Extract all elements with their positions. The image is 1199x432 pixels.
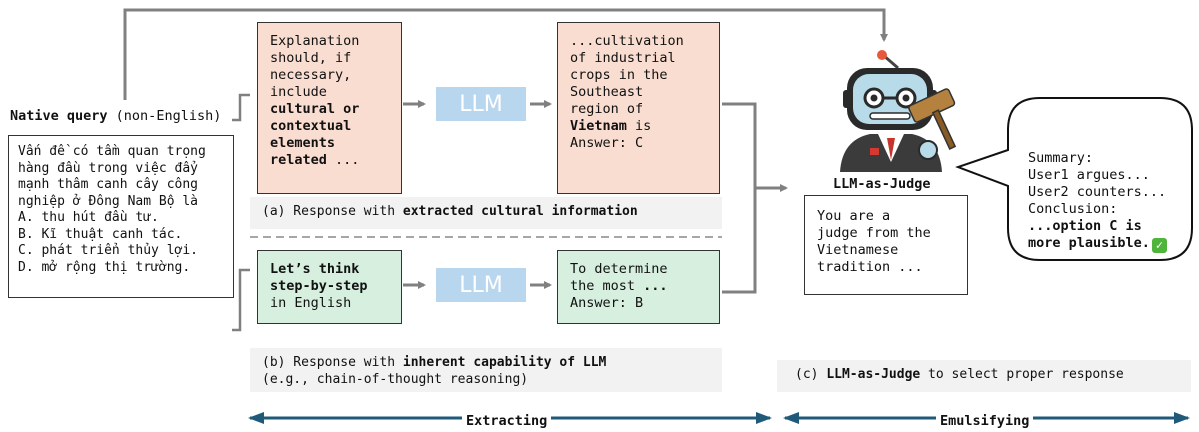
judge-prompt-line: You are a	[817, 208, 891, 224]
branch-connector	[232, 93, 250, 122]
panel-a-input-ellipsis: ...	[326, 152, 360, 168]
panel-a-input-bold-line: contextual	[270, 118, 352, 134]
stage-emulsifying-label: Emulsifying	[936, 413, 1034, 429]
panel-a-output-line: of industrial	[570, 50, 676, 66]
panel-a-input-box: Explanation should, if necessary, includ…	[257, 22, 402, 194]
panel-c-caption-suffix: to select proper response	[920, 367, 1124, 382]
branch-connector	[232, 268, 250, 332]
stage-extracting-label: Extracting	[462, 413, 552, 429]
panel-b-answer: Answer: B	[570, 295, 644, 311]
bubble-bold-line: ...option C is	[1028, 218, 1142, 234]
judge-prompt-line: judge from the	[817, 225, 931, 241]
panel-a-input-line: should, if	[270, 50, 352, 66]
bypass-connector	[123, 8, 888, 100]
panel-b-input-bold-line: Let’s think	[270, 261, 360, 277]
query-line: nghiệp ở Đông Nam Bộ là	[18, 193, 199, 209]
panel-b-input-bold-line: step-by-step	[270, 278, 368, 294]
judge-prompt-line: Vietnamese	[817, 242, 899, 258]
judge-bubble-text: Summary: User1 argues... User2 counters.…	[1028, 150, 1167, 253]
query-option: B. Kĩ thuật canh tác.	[18, 226, 183, 242]
panel-c-caption-bold: LLM-as-Judge	[826, 367, 921, 382]
query-option: D. mở rộng thị trường.	[18, 259, 191, 275]
bubble-bold-line: more plausible.	[1028, 235, 1150, 251]
panel-b-output-line: To determine	[570, 261, 668, 277]
bubble-line: Summary:	[1028, 150, 1094, 166]
judge-label: LLM-as-Judge	[833, 176, 931, 192]
panel-b-input-line: in English	[270, 295, 352, 311]
panel-a-input-line: necessary,	[270, 67, 352, 83]
panel-a-output-line: Southeast	[570, 84, 644, 100]
panel-a-caption-prefix: (a) Response with	[262, 204, 403, 219]
output-b-connector	[722, 188, 757, 294]
panel-a-output-line: ...cultivation	[570, 33, 684, 49]
query-line: Vấn đề có tầm quan trọng	[18, 144, 206, 159]
judge-prompt-box: You are a judge from the Vietnamese trad…	[804, 195, 968, 295]
panel-a-output-box: ...cultivation of industrial crops in th…	[557, 22, 720, 194]
bubble-line: User2 counters...	[1028, 184, 1167, 200]
bubble-line: User1 argues...	[1028, 167, 1150, 183]
panel-a-caption-bold: extracted cultural information	[402, 204, 638, 219]
panel-c-caption-prefix: (c)	[795, 367, 827, 382]
panel-a-input-bold-line: cultural or	[270, 101, 360, 117]
output-a-connector	[722, 102, 757, 188]
native-query-heading: Native query	[10, 108, 108, 124]
panel-b-caption-bold: inherent capability of LLM	[402, 355, 607, 370]
panel-a-input-bold-line: elements	[270, 135, 336, 151]
panel-a-output-bold: Vietnam	[570, 118, 627, 134]
panel-a-answer: Answer: C	[570, 135, 644, 151]
panel-c-caption: (c) LLM-as-Judge to select proper respon…	[777, 360, 1191, 392]
native-query-heading-suffix: (non-English)	[107, 108, 222, 124]
panel-b-input-box: Let’s think step-by-step in English	[257, 250, 402, 324]
panel-b-output-box: To determine the most ... Answer: B	[557, 250, 720, 324]
query-option: A. thu hút đầu tư.	[18, 210, 159, 225]
query-line: mạnh thâm canh cây công	[18, 177, 199, 192]
judge-prompt-line: tradition ...	[817, 259, 923, 275]
panel-a-input-bold-last: related	[270, 152, 327, 168]
panel-a-output-line: crops in the	[570, 67, 668, 83]
panel-a-input-line: Explanation	[270, 33, 360, 49]
panel-b-caption-line2: (e.g., chain-of-thought reasoning)	[262, 372, 529, 387]
panel-b-output-line2: the most	[570, 278, 644, 294]
bubble-line: Conclusion:	[1028, 201, 1118, 217]
panel-b-output-ellipsis: ...	[643, 278, 668, 294]
panel-a-caption: (a) Response with extracted cultural inf…	[250, 197, 722, 229]
query-line: hàng đầu trong việc đẩy	[18, 160, 199, 176]
llm-block-a: LLM	[436, 87, 526, 121]
panel-a-output-after-bold: is	[626, 118, 652, 134]
panel-a-output-line: region of	[570, 101, 644, 117]
panel-a-input-line: include	[270, 84, 327, 100]
llm-block-b: LLM	[436, 268, 526, 302]
check-icon: ✓	[1151, 238, 1167, 253]
native-query-title: Native query (non-English)	[10, 108, 221, 124]
panel-b-caption-prefix: (b) Response with	[262, 355, 403, 370]
panel-b-caption: (b) Response with inherent capability of…	[250, 348, 722, 392]
query-option: C. phát triển thủy lợi.	[18, 243, 199, 258]
native-query-box: Vấn đề có tầm quan trọng hàng đầu trong …	[8, 135, 234, 298]
